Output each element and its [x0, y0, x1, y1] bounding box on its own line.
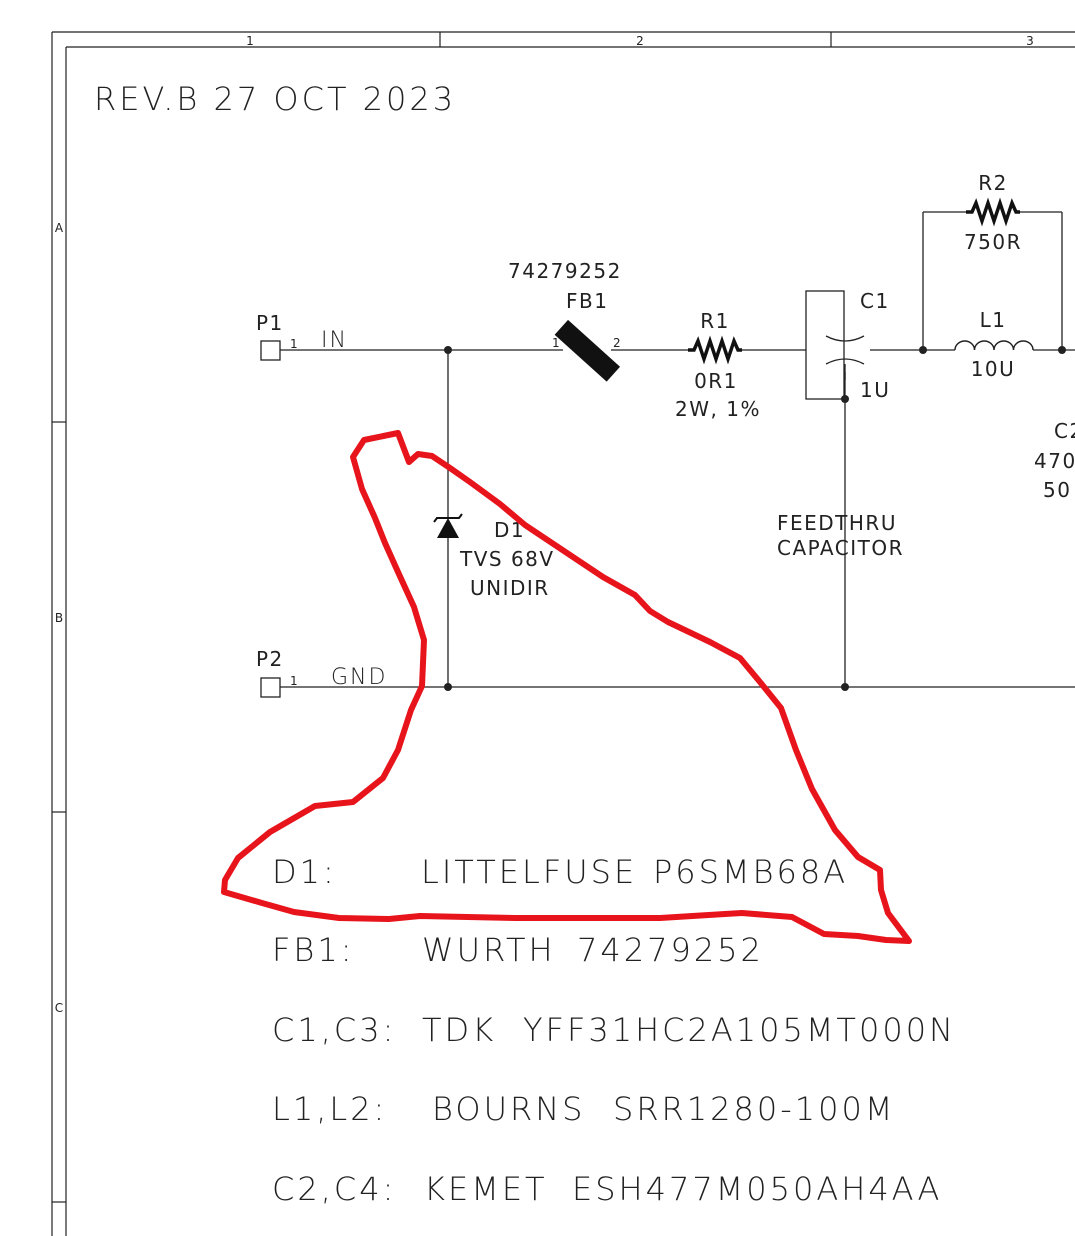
port-p1: P1 1 IN [256, 311, 348, 361]
bom-row-3-refs: C1,C3: [272, 1011, 396, 1049]
fb1-ref: FB1 [566, 289, 608, 313]
frame-row-b: B [55, 611, 63, 625]
l1-ref: L1 [980, 308, 1007, 332]
bom-row-3-maker: TDK [422, 1011, 496, 1049]
port-p2-ref: P2 [256, 647, 284, 671]
bom-notes: D1: LITTELFUSE P6SMB68A FB1: WURTH 74279… [272, 853, 956, 1208]
bom-row-4-maker: BOURNS [432, 1090, 585, 1128]
r1-value: 0R1 [694, 369, 738, 393]
fb1-pin-2: 2 [613, 336, 621, 350]
bom-row-1-refs: D1: [272, 853, 337, 891]
frame-column-2: 2 [636, 34, 644, 48]
c1-value: 1U [860, 378, 890, 402]
resistor-r2: R2 750R [964, 171, 1022, 254]
c1-note-line-1: FEEDTHRU [777, 511, 897, 535]
bom-row-4-part: SRR1280-100M [613, 1090, 895, 1128]
red-annotation-outline [221, 430, 912, 944]
junction-dots [444, 346, 1066, 691]
r1-ref: R1 [700, 309, 730, 333]
c2-rating: 50 [1043, 478, 1071, 502]
bom-row-2-refs: FB1: [272, 931, 355, 969]
bom-row-2-part: 74279252 [577, 931, 764, 969]
wires [280, 211, 1075, 688]
l1-value: 10U [971, 357, 1016, 381]
inductor-l1: L1 10U [954, 308, 1034, 381]
port-p2: P2 1 GND [256, 647, 387, 698]
capacitor-c1 [805, 290, 865, 400]
c1-note-line-2: CAPACITOR [777, 536, 904, 560]
r1-rating: 2W, 1% [675, 397, 761, 421]
fb1-part-number: 74279252 [508, 259, 622, 283]
d1-line-2: UNIDIR [470, 576, 550, 600]
d1-line-1: TVS 68V [459, 547, 555, 571]
resistor-r1: R1 0R1 2W, 1% [675, 309, 761, 421]
bom-row-1-maker: LITTELFUSE [421, 853, 637, 891]
ferrite-bead-fb1: 74279252 FB1 1 2 [508, 259, 622, 382]
tvs-diode-d1: D1 TVS 68V UNIDIR [433, 513, 555, 600]
c2-ref: C2 [1054, 419, 1075, 443]
bom-row-5-part: ESH477M050AH4AA [572, 1170, 942, 1208]
port-p1-ref: P1 [256, 311, 284, 335]
fb1-pin-1: 1 [552, 336, 560, 350]
frame-row-c: C [55, 1001, 63, 1015]
frame-row-a: A [55, 221, 64, 235]
c2-value: 470 [1034, 449, 1075, 473]
drawing-frame [51, 31, 1075, 1236]
bom-row-1-part: P6SMB68A [653, 853, 848, 891]
bom-row-5-refs: C2,C4: [272, 1170, 396, 1208]
frame-column-1: 1 [246, 34, 254, 48]
bom-row-4-refs: L1,L2: [272, 1090, 387, 1128]
c1-ref: C1 [860, 289, 890, 313]
net-label-in: IN [321, 328, 348, 353]
bom-row-2-maker: WURTH [422, 931, 556, 969]
net-label-gnd: GND [331, 665, 387, 690]
r2-value: 750R [964, 230, 1022, 254]
port-p1-pin: 1 [290, 337, 298, 351]
bom-row-3-part: YFF31HC2A105MT000N [523, 1011, 956, 1049]
port-p2-pin: 1 [290, 674, 298, 688]
frame-column-3: 3 [1026, 34, 1034, 48]
bom-row-5-maker: KEMET [424, 1170, 548, 1208]
revision-label: REV.B 27 OCT 2023 [94, 80, 456, 118]
r2-ref: R2 [978, 171, 1008, 195]
